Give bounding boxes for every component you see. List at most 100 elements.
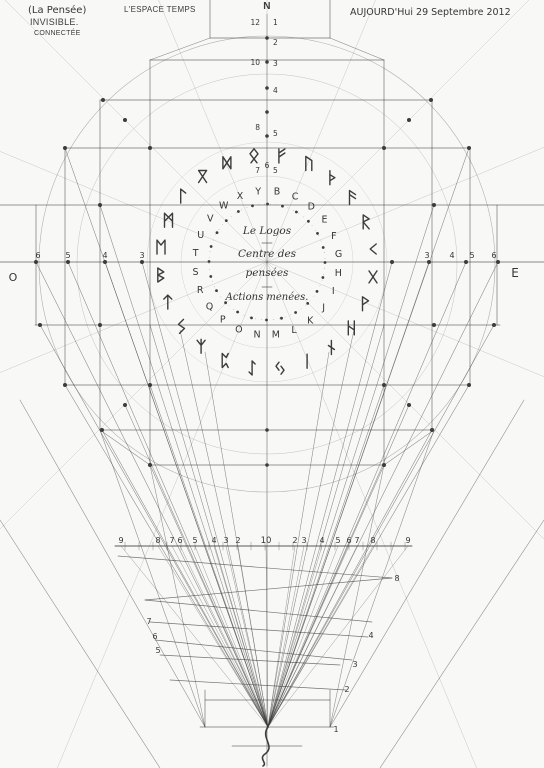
vertical-scale-number: 4 xyxy=(273,86,278,95)
vertical-scale-number: 8 xyxy=(255,123,260,132)
radial-line xyxy=(266,261,544,540)
bottom-scale-number: 2 xyxy=(235,536,240,545)
converging-line xyxy=(179,329,269,728)
funnel-line xyxy=(0,519,161,768)
axis-dot xyxy=(265,428,269,432)
inner-ring-dot xyxy=(315,290,319,293)
ring-letter-w: W xyxy=(219,201,229,212)
ring-letter-n: N xyxy=(253,329,260,340)
cross-line xyxy=(117,555,393,579)
horizontal-scale-number: 4 xyxy=(102,251,107,260)
inner-ring-dot xyxy=(306,302,310,305)
axis-dot xyxy=(265,36,269,40)
inner-ring-dot xyxy=(266,202,269,206)
ring-letter-p: P xyxy=(220,315,226,326)
ring-letter-c: C xyxy=(292,192,299,203)
compass-letters: N O E xyxy=(9,1,519,284)
vertical-scale-number: 3 xyxy=(273,59,278,68)
top-trapezoid-line xyxy=(149,37,211,61)
rune-othala-icon xyxy=(249,148,259,164)
intersection-dot xyxy=(101,98,105,102)
bottom-scale-number: 6 xyxy=(177,536,182,545)
intersection-dot xyxy=(123,118,127,122)
note-line-3: CONNECTÉE xyxy=(34,28,81,37)
converging-line xyxy=(267,545,350,728)
axis-dot xyxy=(265,134,269,138)
intersection-dot xyxy=(98,323,102,327)
header-notes: (La Pensée) INVISIBLE. CONNECTÉE L'ESPAC… xyxy=(28,4,511,37)
funnel-line xyxy=(99,429,151,466)
center-inscription: Le Logos Centre des pensées Actions mené… xyxy=(225,225,309,303)
converging-line xyxy=(35,261,269,728)
bottom-scale-number: 9 xyxy=(405,536,410,545)
intersection-dot xyxy=(148,146,152,150)
horizontal-scale-number: 6 xyxy=(35,251,40,260)
intersection-dot xyxy=(464,260,468,264)
radial-line xyxy=(266,0,530,263)
converging-line xyxy=(267,261,393,728)
intersection-dot xyxy=(148,463,152,467)
center-line-3: pensées xyxy=(246,267,290,279)
converging-line xyxy=(64,147,269,728)
ring-letter-g: G xyxy=(335,249,342,260)
ring-letter-o: O xyxy=(235,324,242,335)
funnel-line xyxy=(149,464,206,728)
bottom-scale-number: 8 xyxy=(370,536,375,545)
center-line-4: Actions menées. xyxy=(225,292,309,303)
funnel-line xyxy=(19,399,206,728)
converging-line xyxy=(267,204,435,728)
rune-mannaz-icon xyxy=(163,212,174,228)
intersection-dot xyxy=(148,383,152,387)
converging-line xyxy=(141,261,269,728)
intersection-dot xyxy=(467,383,471,387)
radial-line xyxy=(0,261,268,373)
rune-sowilo-icon xyxy=(177,318,186,335)
horizontal-scale-number: 3 xyxy=(139,251,144,260)
rune-raidho-icon xyxy=(362,214,370,230)
intersection-dot xyxy=(427,260,431,264)
intersection-dot xyxy=(98,203,102,207)
converging-line xyxy=(265,545,269,728)
radial-line xyxy=(0,261,268,530)
ring-letter-y: Y xyxy=(254,187,261,198)
converging-line xyxy=(267,545,374,728)
axis-dot xyxy=(265,86,269,90)
ring-letter-f: F xyxy=(331,231,336,242)
converging-line xyxy=(67,261,269,728)
horizontal-scale-number: 5 xyxy=(65,251,70,260)
converging-line xyxy=(267,404,410,728)
bottom-scale-number: 5 xyxy=(335,536,340,545)
converging-line xyxy=(225,545,269,728)
intersection-dot xyxy=(429,98,433,102)
inner-ring-dot xyxy=(281,204,284,208)
vertical-scale-number: 1 xyxy=(273,18,278,27)
rune-eihwaz-icon xyxy=(248,360,256,376)
intersection-dot xyxy=(467,146,471,150)
intersection-dot xyxy=(34,260,38,264)
vertical-scale-number: 10 xyxy=(250,58,260,67)
ring-letter-d: D xyxy=(308,201,315,212)
bottom-scale-number: 3 xyxy=(223,536,228,545)
inner-ring-dot xyxy=(209,245,213,248)
inner-ring-dot xyxy=(209,275,213,278)
rune-gebo-icon xyxy=(368,270,378,284)
horizontal-scale-number: 6 xyxy=(491,251,496,260)
inner-ring-dot xyxy=(237,210,240,213)
converging-line xyxy=(124,404,269,728)
converging-line xyxy=(267,545,409,728)
inner-ring-dot xyxy=(323,261,327,264)
intersection-dot xyxy=(382,463,386,467)
ring-letter-m: M xyxy=(272,330,280,341)
converging-line xyxy=(157,545,269,728)
intersection-dot xyxy=(123,403,127,407)
side-mark-number: 4 xyxy=(368,631,373,640)
rune-fehu-icon xyxy=(278,148,286,164)
cross-line xyxy=(144,577,393,601)
side-mark-number: 2 xyxy=(344,685,349,694)
intersection-dot xyxy=(432,203,436,207)
ring-letter-i: I xyxy=(332,286,335,297)
inner-ring-dot xyxy=(224,219,228,223)
intersection-dot xyxy=(382,146,386,150)
